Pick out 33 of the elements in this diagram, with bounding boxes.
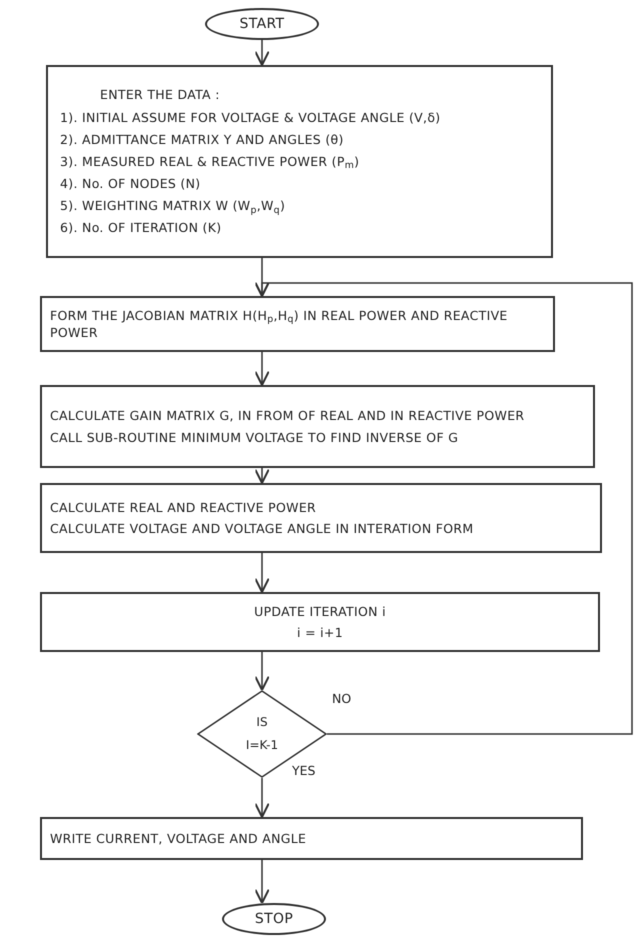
arrow [254,553,270,594]
process-box [40,296,555,352]
arrow [254,282,633,735]
box-heading: ENTER THE DATA : [99,86,221,104]
process-box [40,592,600,652]
decision-text: I=K-1 [246,738,278,753]
arrow [254,352,270,386]
box-text: 5). WEIGHTING MATRIX W (W$_{p}$,W$_{q}$) [60,197,286,214]
box-text: 3). MEASURED REAL & REACTIVE POWER (P$_{m}$) [60,152,360,170]
arrow [254,778,270,818]
terminal-text: STOP [254,910,294,928]
box-text: UPDATE ITERATION i [254,602,386,620]
arrow [254,40,270,66]
box-text: 1). INITIAL ASSUME FOR VOLTAGE & VOLTAGE ANGLE (V,δ) [60,108,442,126]
process-box [40,817,583,860]
process-box [40,385,595,468]
arrow [254,860,270,904]
box-text: CALCULATE REAL AND REACTIVE POWER [50,498,318,516]
box-text: i = i+1 [297,624,343,642]
process-box [46,65,553,258]
process-box [40,483,602,553]
box-text: CALCULATE GAIN MATRIX G, IN FROM OF REAL AND IN REACTIVE POWER [50,407,526,424]
box-text: FORM THE JACOBIAN MATRIX H(H$_{p}$,H$_{q}$) IN REAL POWER AND REACTIVE POWER [50,306,509,342]
arrow [254,652,270,692]
box-text: CALL SUB-ROUTINE MINIMUM VOLTAGE TO FIND INVERSE OF G [50,428,460,446]
terminal-text: START [240,14,284,34]
box-text: CALCULATE VOLTAGE AND VOLTAGE ANGLE IN INTERATION FORM [50,520,475,538]
box-text: 4). No. OF NODES (N) [60,175,202,192]
box-text: 6). No. OF ITERATION (K) [60,219,222,237]
box-text: WRITE CURRENT, VOLTAGE AND ANGLE [50,830,308,848]
decision-text: IS [256,715,268,730]
arrow [254,468,270,484]
box-text: 2). ADMITTANCE MATRIX Y AND ANGLES (θ) [60,130,345,148]
